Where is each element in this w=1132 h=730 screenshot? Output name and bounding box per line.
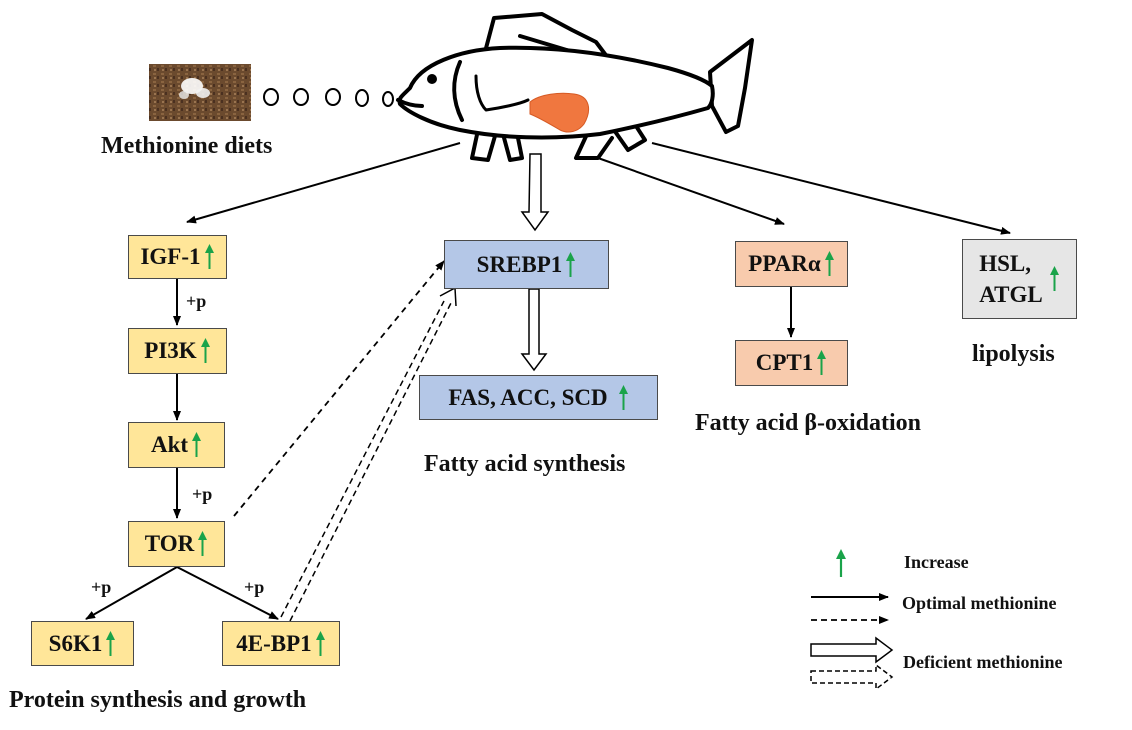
phospho-label-4ebp1: +p	[244, 577, 265, 597]
node-hsl-atgl: HSL, ATGL	[962, 239, 1077, 319]
increase-arrow-icon	[106, 630, 116, 656]
arrow-tor-to-4ebp1	[176, 566, 279, 620]
node-igf1-label: IGF-1	[140, 244, 201, 269]
node-akt: Akt	[128, 422, 225, 468]
arrow-tor-to-s6k1	[85, 566, 178, 620]
increase-arrow-icon	[200, 338, 210, 363]
cascade-arrows	[85, 279, 795, 620]
feed-pellets-image	[149, 64, 251, 121]
node-ppara-label: PPARα	[748, 251, 821, 276]
increase-arrow-icon	[198, 531, 208, 556]
legend-hollow-dashed-arrow	[810, 663, 894, 691]
hollow-arrow-fish-to-srebp1	[520, 153, 550, 232]
legend-increase-arrow-icon	[836, 549, 846, 577]
dashed-arrow-tor-to-srebp1	[233, 260, 445, 517]
increase-arrow-icon	[1049, 266, 1059, 291]
diet-label: Methionine diets	[101, 133, 273, 159]
legend-deficient-label: Deficient methionine	[903, 652, 1063, 672]
fish-illustration	[396, 12, 754, 162]
caption-lipolysis: lipolysis	[972, 341, 1055, 367]
arrow-fish-to-hsl	[651, 142, 1011, 235]
node-hsl-label: HSL,	[979, 251, 1032, 276]
caption-protein-synthesis: Protein synthesis and growth	[9, 687, 307, 713]
increase-arrow-icon	[192, 432, 202, 457]
feeding-bubbles	[263, 88, 394, 107]
legend-increase-label: Increase	[904, 552, 969, 572]
phospho-label-s6k1: +p	[91, 577, 112, 597]
arrow-fish-to-ppara	[597, 157, 785, 225]
node-srebp1-label: SREBP1	[476, 251, 563, 277]
increase-arrow-icon	[315, 630, 325, 656]
caption-fatty-acid-synthesis: Fatty acid synthesis	[424, 451, 626, 477]
node-fas-acc-scd: FAS, ACC, SCD	[419, 375, 658, 420]
phospho-label-pi3k: +p	[186, 291, 207, 311]
liver-shape	[529, 92, 590, 133]
fish-eye	[427, 74, 437, 84]
node-4ebp1: 4E-BP1	[222, 621, 340, 666]
caption-fatty-acid-oxidation: Fatty acid β-oxidation	[695, 410, 921, 436]
legend-hollow-arrow	[810, 636, 894, 664]
node-igf1: IGF-1	[128, 235, 227, 279]
increase-arrow-icon	[824, 251, 834, 276]
node-akt-label: Akt	[150, 432, 189, 457]
node-4ebp1-label: 4E-BP1	[236, 630, 312, 656]
node-cpt1-label: CPT1	[755, 350, 814, 375]
node-cpt1: CPT1	[735, 340, 848, 386]
node-pi3k-label: PI3K	[144, 338, 197, 363]
node-hsl-atgl-label: HSL, ATGL	[979, 248, 1042, 310]
node-s6k1-label: S6K1	[48, 630, 103, 656]
node-pi3k: PI3K	[128, 328, 227, 374]
increase-arrow-icon	[566, 251, 576, 277]
hollow-arrow-srebp1-to-fas	[520, 288, 548, 372]
node-ppara: PPARα	[735, 241, 848, 287]
node-fas-acc-scd-label: FAS, ACC, SCD	[448, 384, 608, 410]
increase-arrow-icon	[817, 350, 827, 375]
increase-arrow-icon	[618, 384, 628, 410]
increase-arrow-icon	[204, 244, 214, 269]
node-tor: TOR	[128, 521, 225, 567]
node-srebp1: SREBP1	[444, 240, 609, 289]
phospho-label-tor: +p	[192, 484, 213, 504]
legend-graphics	[810, 549, 894, 691]
node-s6k1: S6K1	[31, 621, 134, 666]
arrow-fish-to-igf1	[186, 142, 461, 224]
node-atgl-label: ATGL	[979, 282, 1043, 307]
fish-arrows	[186, 142, 1011, 235]
node-tor-label: TOR	[144, 531, 195, 556]
legend-optimal-label: Optimal methionine	[902, 593, 1057, 613]
